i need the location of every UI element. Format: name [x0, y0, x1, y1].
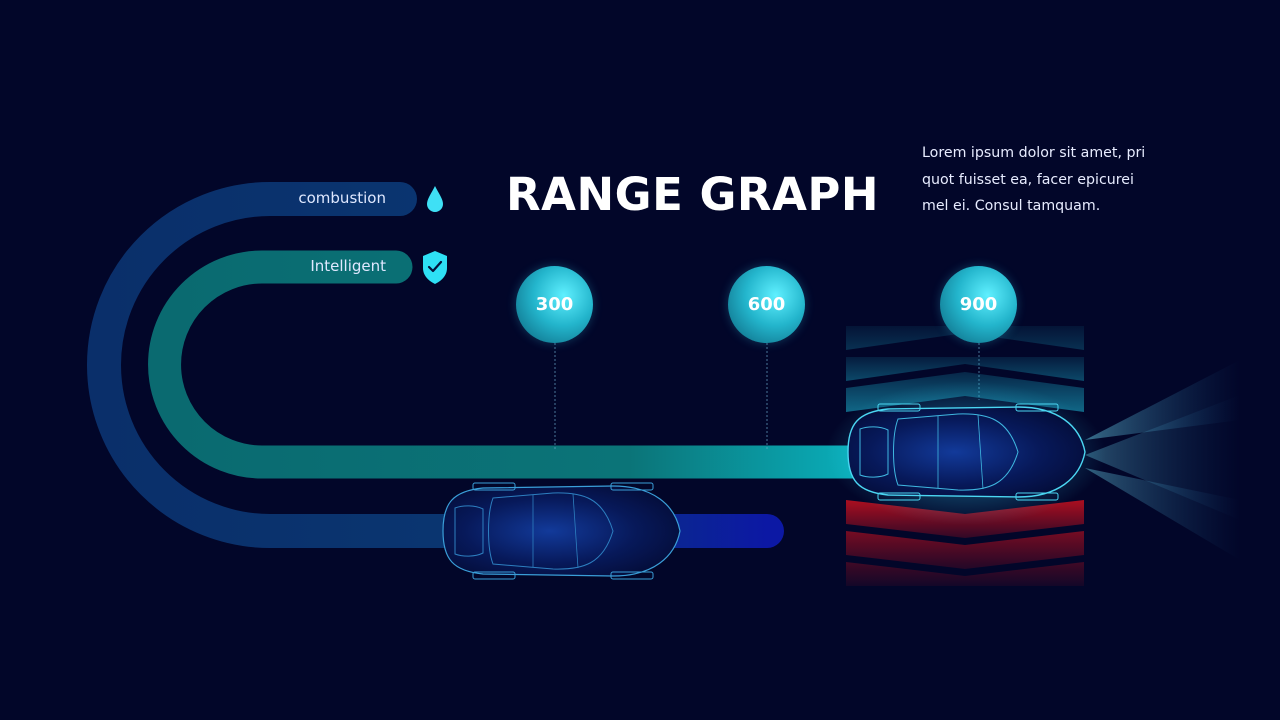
combustion-label: combustion	[298, 189, 386, 207]
headlight-beam	[1085, 360, 1240, 560]
description-line: mel ei. Consul tamquam.	[922, 198, 1101, 214]
intelligent-label: Intelligent	[310, 257, 386, 275]
description-text: Lorem ipsum dolor sit amet, pri quot fui…	[922, 140, 1172, 220]
range-marker-300: 300	[516, 266, 593, 343]
description-line: quot fuisset ea, facer epicurei	[922, 171, 1134, 188]
combustion-car	[442, 482, 681, 580]
range-marker-900: 900	[940, 266, 1017, 343]
page-title: RANGE GRAPH	[506, 168, 880, 221]
water-drop-icon	[427, 186, 443, 212]
intelligent-track	[148, 250, 1027, 479]
intelligent-car	[847, 403, 1086, 501]
shield-check-icon	[423, 251, 447, 284]
range-marker-600: 600	[728, 266, 805, 343]
combustion-track	[87, 182, 784, 548]
description-line: Lorem ipsum dolor sit amet, pri	[922, 145, 1146, 161]
